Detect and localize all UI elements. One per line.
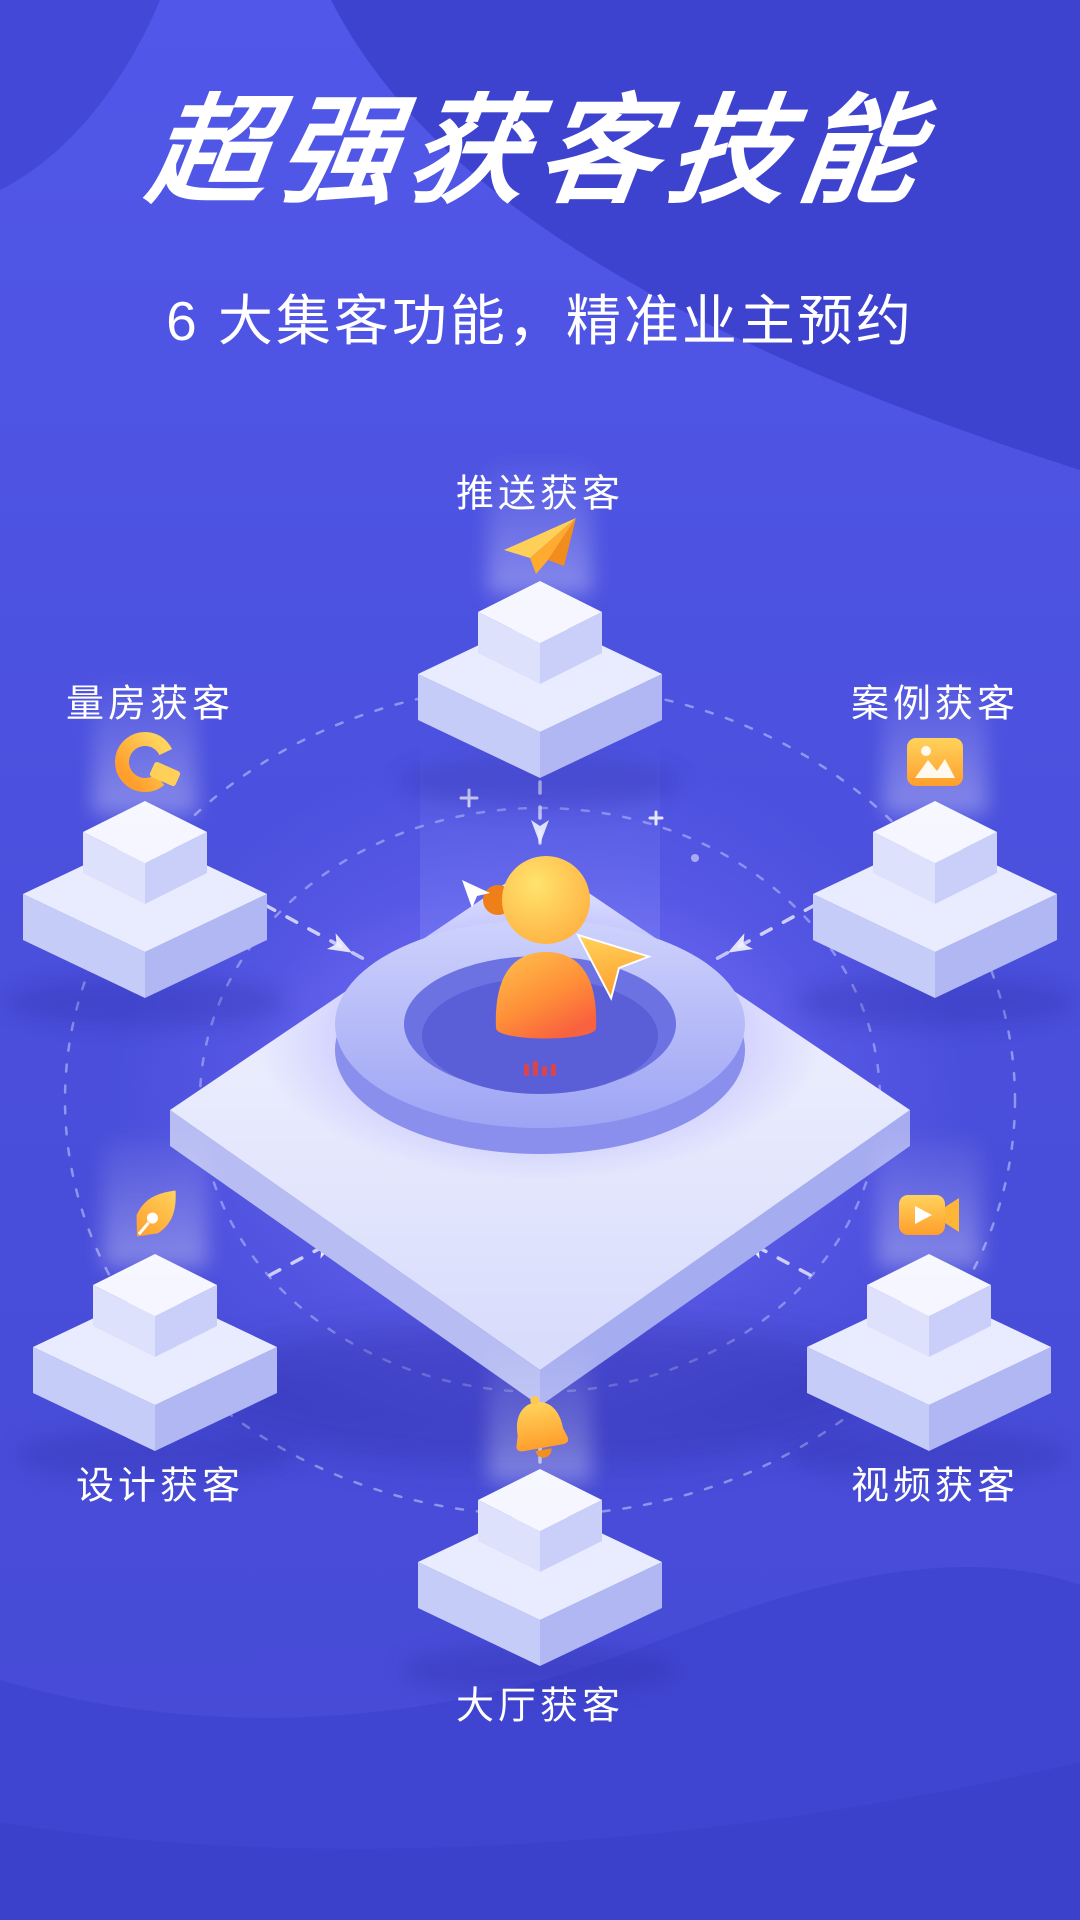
node-label-hall: 大厅获客 — [455, 1685, 625, 1728]
node-label-design: 设计获客 — [75, 1465, 245, 1508]
person-body — [495, 952, 597, 1039]
feature-diagram — [0, 380, 1080, 1760]
person-head — [502, 856, 590, 944]
swoosh-bottom-deep — [0, 1762, 1080, 1920]
person-figure — [459, 788, 699, 1076]
swoosh-top-left — [0, 0, 160, 190]
page-subtitle: 6 大集客功能，精准业主预约 — [166, 290, 914, 352]
node-label-case: 案例获客 — [850, 683, 1020, 726]
node-label-push: 推送获客 — [455, 473, 625, 516]
page-title: 超强获客技能 — [140, 86, 940, 218]
brand-mark — [524, 1061, 556, 1076]
node-label-video: 视频获客 — [850, 1465, 1020, 1508]
node-label-measure: 量房获客 — [65, 683, 235, 726]
gallery-icon — [907, 738, 963, 786]
swoosh-top-right — [331, 0, 1080, 470]
sparkle-dot — [691, 854, 699, 862]
